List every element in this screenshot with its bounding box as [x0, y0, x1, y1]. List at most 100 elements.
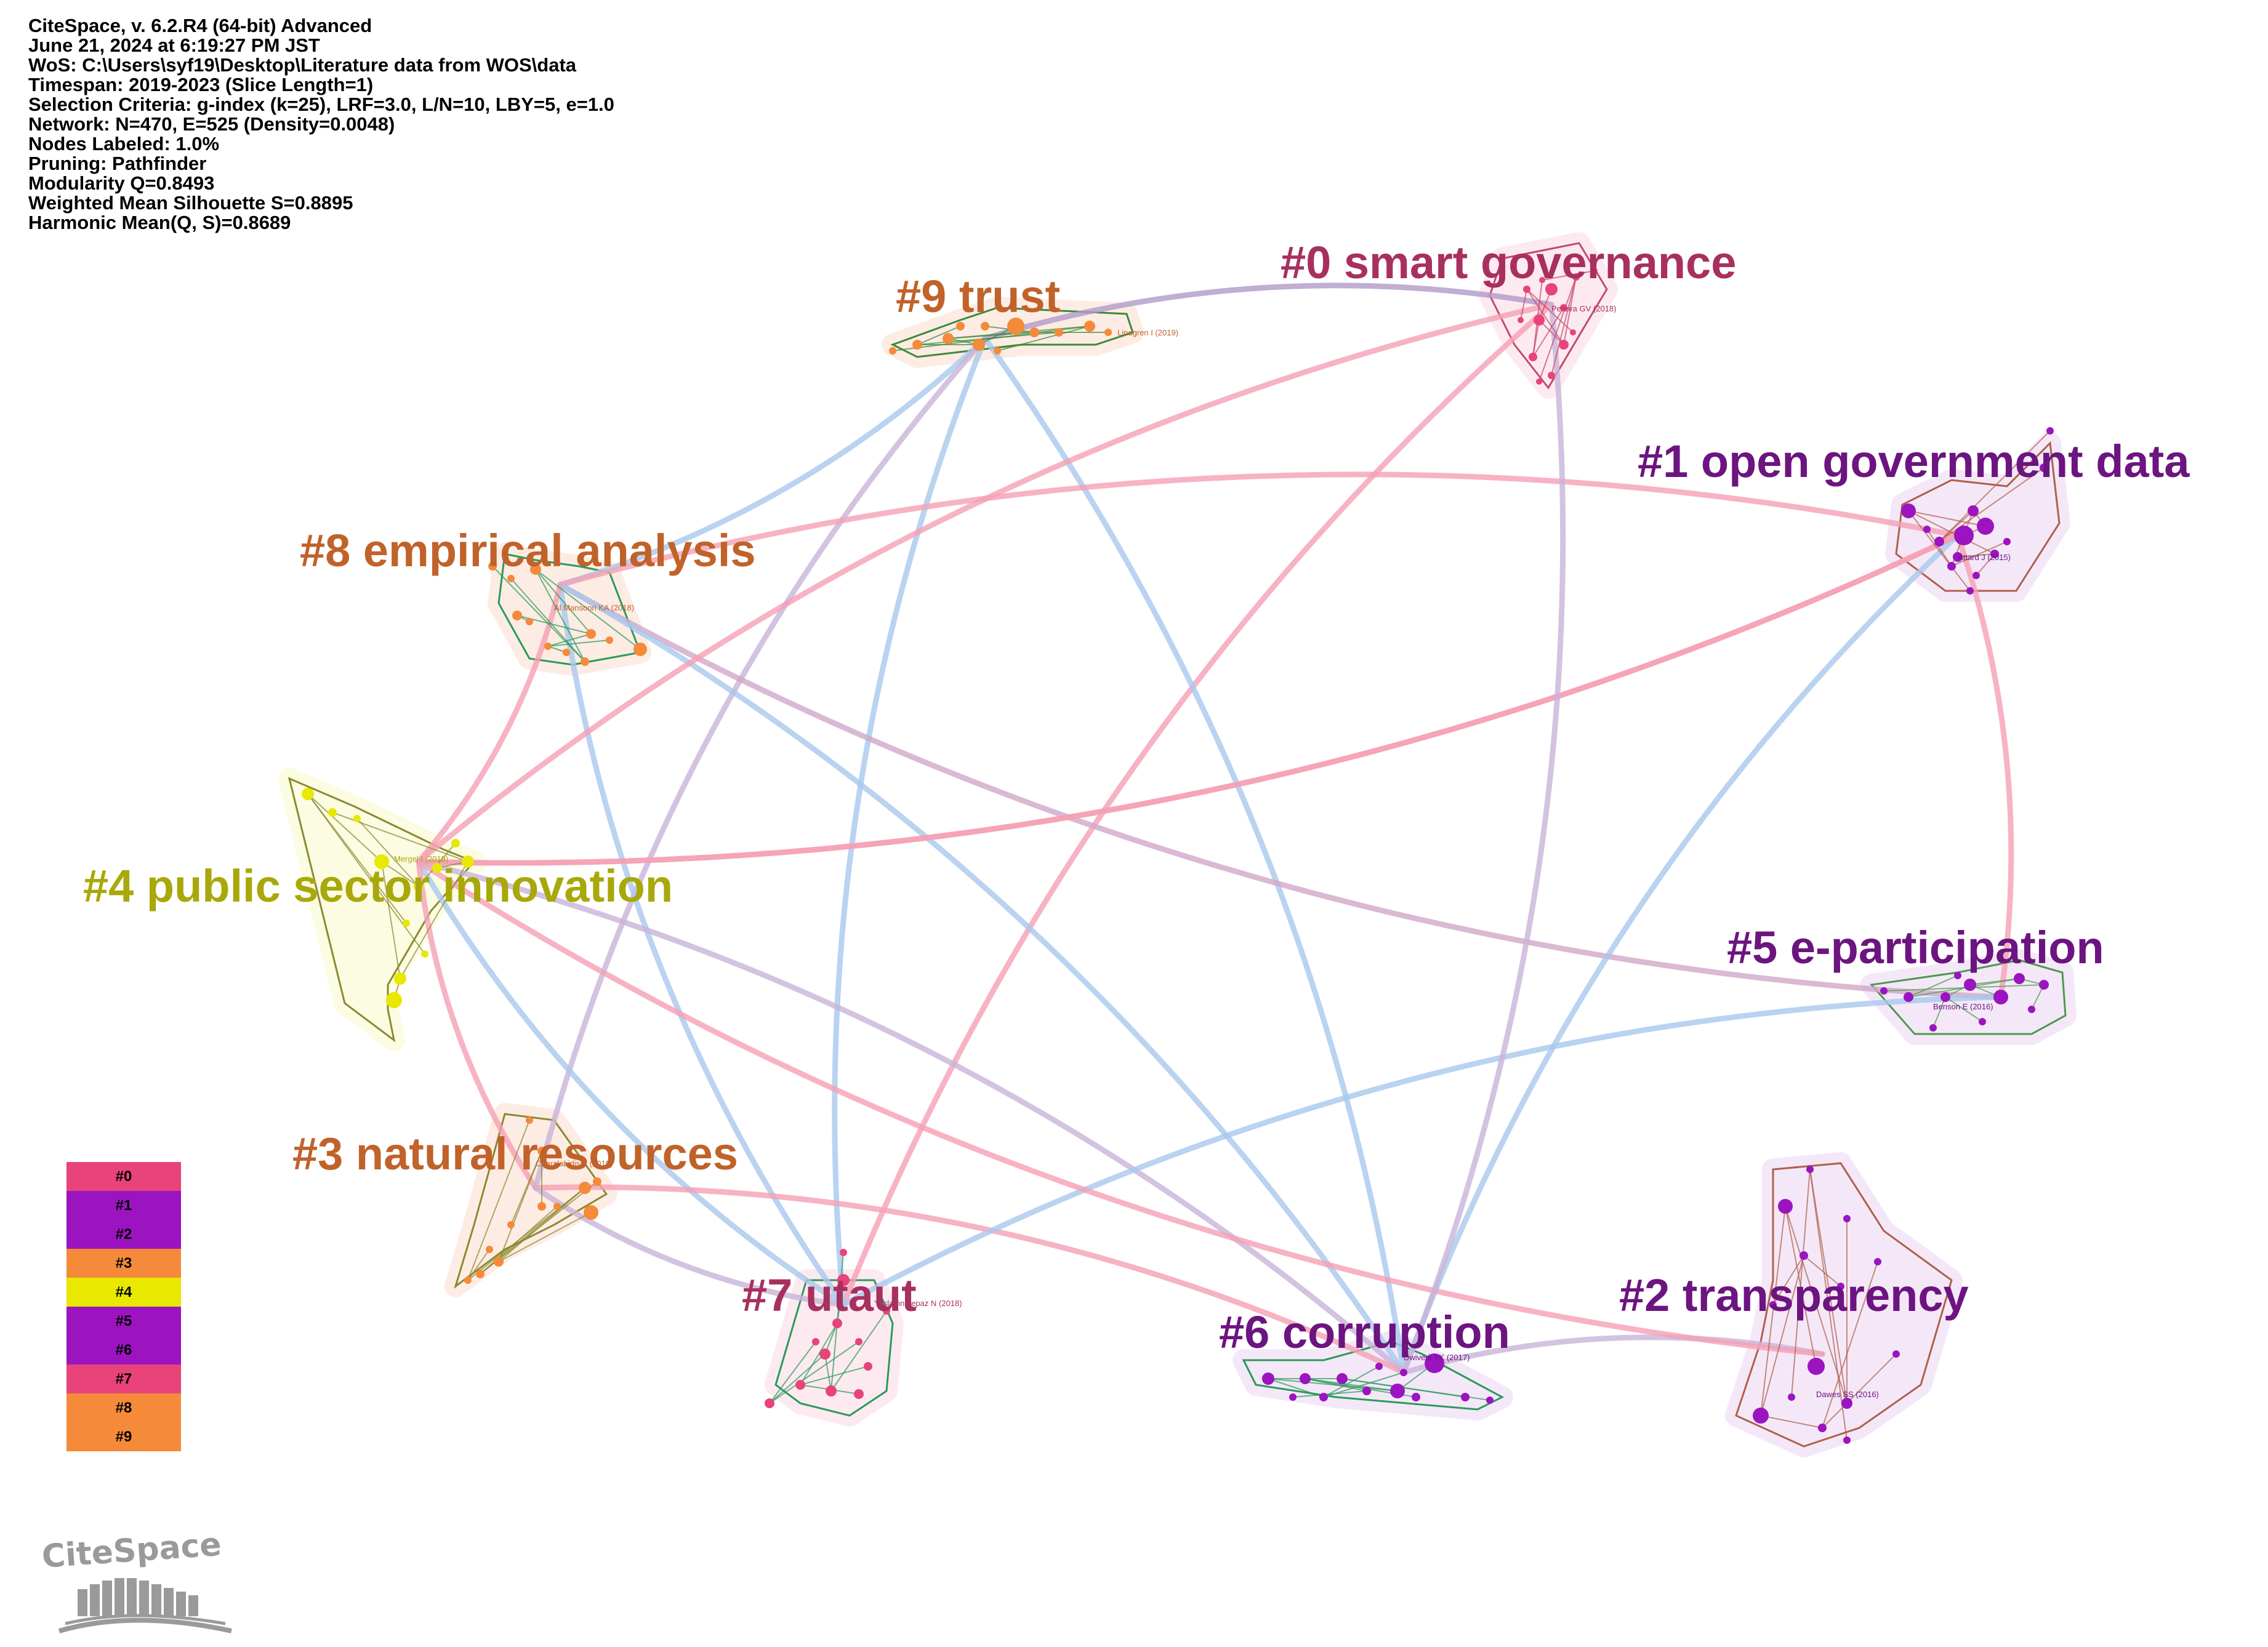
citation-node[interactable]: [1940, 992, 1950, 1002]
citation-node[interactable]: [864, 1362, 872, 1371]
citation-node[interactable]: [943, 333, 954, 344]
citation-node[interactable]: [476, 1270, 485, 1278]
citation-node[interactable]: [507, 575, 515, 582]
citation-node[interactable]: [537, 1147, 546, 1155]
citation-node[interactable]: [633, 643, 647, 656]
citation-node[interactable]: [889, 347, 896, 355]
citation-node[interactable]: [526, 1116, 533, 1124]
citation-node[interactable]: [1818, 1424, 1827, 1432]
cluster-label[interactable]: #2 transparency: [1619, 1270, 1969, 1321]
citation-node[interactable]: [537, 1202, 546, 1211]
citation-node[interactable]: [1559, 340, 1569, 350]
citation-node[interactable]: [512, 611, 522, 620]
citation-node[interactable]: [854, 1389, 864, 1399]
citation-node[interactable]: [1843, 1215, 1851, 1222]
citation-node[interactable]: [544, 643, 552, 650]
citation-node[interactable]: [1518, 317, 1524, 323]
citation-node[interactable]: [1400, 1369, 1407, 1376]
citation-node[interactable]: [1753, 1408, 1769, 1424]
citation-node[interactable]: [526, 618, 533, 625]
citation-node[interactable]: [1337, 1373, 1348, 1384]
citation-node[interactable]: [1534, 315, 1545, 326]
cluster-label[interactable]: #7 utaut: [742, 1270, 917, 1321]
citation-node[interactable]: [1778, 1199, 1793, 1214]
citation-node[interactable]: [1486, 1397, 1494, 1404]
citation-node[interactable]: [1993, 990, 2008, 1004]
citation-node[interactable]: [1572, 273, 1580, 281]
citation-node[interactable]: [1523, 286, 1530, 293]
citation-node[interactable]: [1934, 537, 1944, 547]
citation-node[interactable]: [795, 1380, 805, 1390]
citation-node[interactable]: [855, 1338, 863, 1345]
citation-node[interactable]: [1901, 503, 1916, 518]
citation-node[interactable]: [1289, 1393, 1297, 1401]
citation-node[interactable]: [1570, 329, 1576, 335]
citation-node[interactable]: [1545, 283, 1558, 295]
citation-node[interactable]: [1591, 268, 1598, 274]
citation-node[interactable]: [1425, 1353, 1444, 1373]
citation-node[interactable]: [2003, 538, 2011, 545]
citation-node[interactable]: [1966, 587, 1974, 595]
citation-node[interactable]: [1929, 1024, 1937, 1032]
citation-node[interactable]: [1300, 1373, 1311, 1384]
citation-node[interactable]: [1529, 353, 1537, 361]
citation-node[interactable]: [1536, 379, 1542, 385]
citation-node[interactable]: [1029, 327, 1039, 337]
citation-node[interactable]: [1390, 1384, 1405, 1398]
citation-node[interactable]: [994, 347, 1001, 355]
citation-node[interactable]: [386, 992, 402, 1008]
citation-node[interactable]: [494, 1257, 504, 1267]
citation-node[interactable]: [2039, 980, 2049, 990]
citation-node[interactable]: [1923, 526, 1931, 533]
cluster-label[interactable]: #5 e-participation: [1727, 922, 2104, 973]
citation-node[interactable]: [912, 340, 922, 350]
citation-node[interactable]: [1947, 562, 1956, 571]
citation-node[interactable]: [1788, 1393, 1795, 1401]
citation-node[interactable]: [403, 920, 410, 927]
citation-node[interactable]: [1806, 1166, 1814, 1173]
citation-node[interactable]: [1874, 1258, 1881, 1265]
citation-node[interactable]: [2046, 427, 2054, 435]
citation-node[interactable]: [1837, 1283, 1844, 1290]
citation-node[interactable]: [530, 564, 541, 575]
citation-node[interactable]: [581, 657, 589, 666]
citation-node[interactable]: [1769, 1301, 1777, 1308]
citation-node[interactable]: [2014, 973, 2025, 984]
citation-node[interactable]: [1954, 526, 1974, 545]
citation-node[interactable]: [421, 950, 428, 958]
citation-node[interactable]: [1007, 318, 1024, 335]
citation-node[interactable]: [374, 854, 389, 869]
citation-node[interactable]: [837, 1274, 850, 1286]
citation-node[interactable]: [883, 1307, 890, 1315]
citation-node[interactable]: [1968, 505, 1979, 516]
citation-node[interactable]: [1843, 1437, 1851, 1444]
citation-node[interactable]: [1560, 304, 1567, 311]
citation-node[interactable]: [1461, 1393, 1470, 1401]
citation-node[interactable]: [507, 1221, 515, 1228]
citation-node[interactable]: [1880, 987, 1888, 995]
citation-node[interactable]: [2040, 463, 2048, 472]
citation-node[interactable]: [2028, 1006, 2035, 1013]
citation-node[interactable]: [1375, 1363, 1383, 1370]
citation-node[interactable]: [1892, 1350, 1900, 1358]
cluster-label[interactable]: #6 corruption: [1219, 1307, 1510, 1358]
citation-node[interactable]: [353, 815, 361, 822]
citation-node[interactable]: [394, 972, 406, 985]
citation-node[interactable]: [1954, 972, 1961, 979]
citation-node[interactable]: [328, 808, 337, 817]
citation-node[interactable]: [563, 649, 570, 656]
citation-node[interactable]: [826, 1385, 837, 1397]
citation-node[interactable]: [593, 1177, 601, 1186]
citation-node[interactable]: [606, 636, 613, 644]
citation-node[interactable]: [1972, 572, 1980, 579]
citation-node[interactable]: [973, 339, 985, 351]
citation-node[interactable]: [1808, 1358, 1825, 1375]
citation-node[interactable]: [1055, 328, 1063, 337]
cluster-label[interactable]: #1 open government data: [1638, 436, 2190, 487]
citation-node[interactable]: [765, 1398, 774, 1408]
citation-node[interactable]: [832, 1318, 842, 1328]
citation-node[interactable]: [1539, 277, 1545, 283]
citation-node[interactable]: [584, 1205, 598, 1220]
citation-node[interactable]: [1319, 1393, 1328, 1401]
citation-node[interactable]: [414, 881, 424, 891]
